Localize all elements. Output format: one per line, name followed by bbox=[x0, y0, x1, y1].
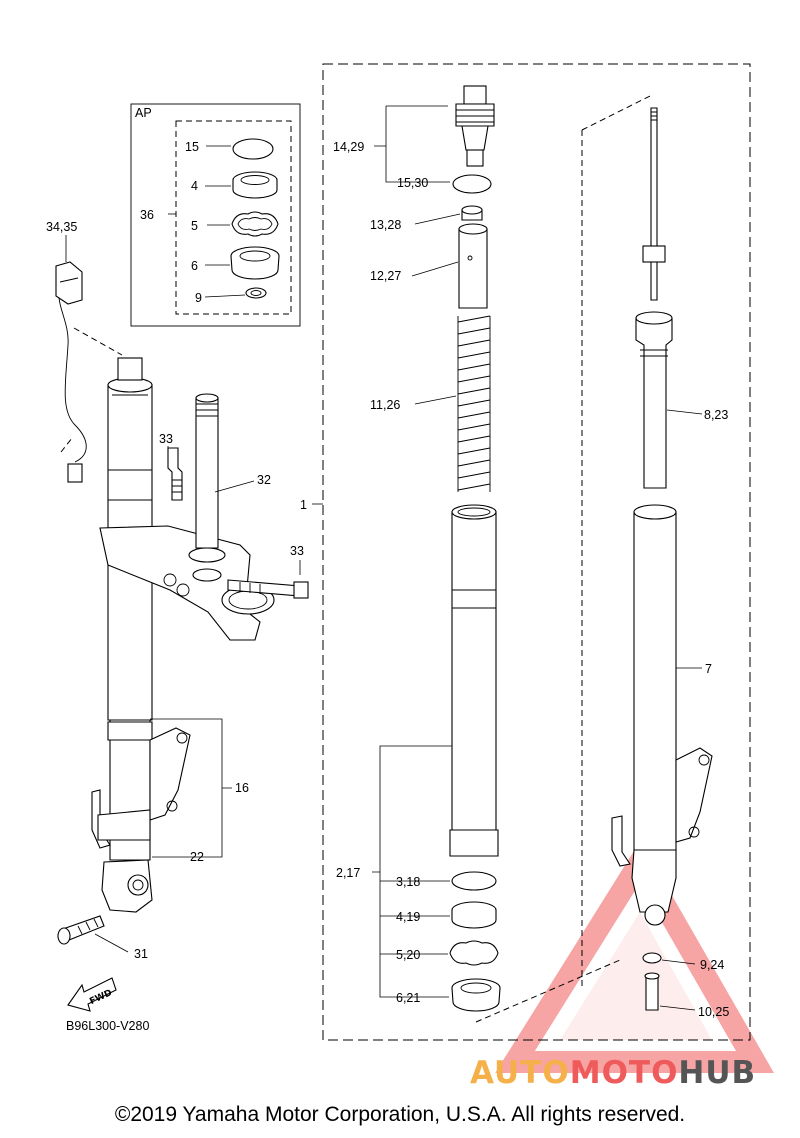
callout-22: 22 bbox=[190, 850, 204, 864]
callout-16: 16 bbox=[235, 781, 249, 795]
fork-assembly-left: FWD 34,35 33 32 33 16 22 31 B96L300-V280 bbox=[46, 220, 309, 1033]
callout-6-21: 6,21 bbox=[396, 991, 420, 1005]
callout-34-35: 34,35 bbox=[46, 220, 77, 234]
callout-8-23: 8,23 bbox=[704, 408, 728, 422]
exploded-view: 1 bbox=[300, 63, 751, 1041]
callout-36: 36 bbox=[140, 208, 154, 222]
copyright-notice: ©2019 Yamaha Motor Corporation, U.S.A. A… bbox=[114, 1103, 686, 1126]
callout-7: 7 bbox=[705, 662, 712, 676]
callout-5-20: 5,20 bbox=[396, 948, 420, 962]
callout-33-right: 33 bbox=[290, 544, 304, 558]
callout-4-inset: 4 bbox=[191, 179, 198, 193]
diagram-code: B96L300-V280 bbox=[66, 1019, 149, 1033]
watermark-logo-text: AUTOMOTOHUB bbox=[470, 1055, 757, 1091]
callout-10-25: 10,25 bbox=[698, 1005, 729, 1019]
callout-15-30: 15,30 bbox=[397, 176, 428, 190]
callout-9-24: 9,24 bbox=[700, 958, 724, 972]
inset-ap-box: AP 15 4 36 5 6 9 bbox=[130, 103, 301, 327]
callout-32: 32 bbox=[257, 473, 271, 487]
callout-6-inset: 6 bbox=[191, 259, 198, 273]
callout-4-19: 4,19 bbox=[396, 910, 420, 924]
callout-31: 31 bbox=[134, 947, 148, 961]
callout-1: 1 bbox=[300, 498, 307, 512]
callout-33-top: 33 bbox=[159, 432, 173, 446]
callout-3-18: 3,18 bbox=[396, 875, 420, 889]
inset-title: AP bbox=[135, 106, 152, 120]
callout-5-inset: 5 bbox=[191, 219, 198, 233]
callout-2-17: 2,17 bbox=[336, 866, 360, 880]
callout-11-26: 11,26 bbox=[370, 398, 400, 412]
callout-15-inset: 15 bbox=[185, 140, 199, 154]
callout-13-28: 13,28 bbox=[370, 218, 401, 232]
callout-12-27: 12,27 bbox=[370, 269, 401, 283]
fork-spring bbox=[457, 315, 491, 492]
callout-14-29: 14,29 bbox=[333, 140, 364, 154]
callout-9-inset: 9 bbox=[195, 291, 202, 305]
